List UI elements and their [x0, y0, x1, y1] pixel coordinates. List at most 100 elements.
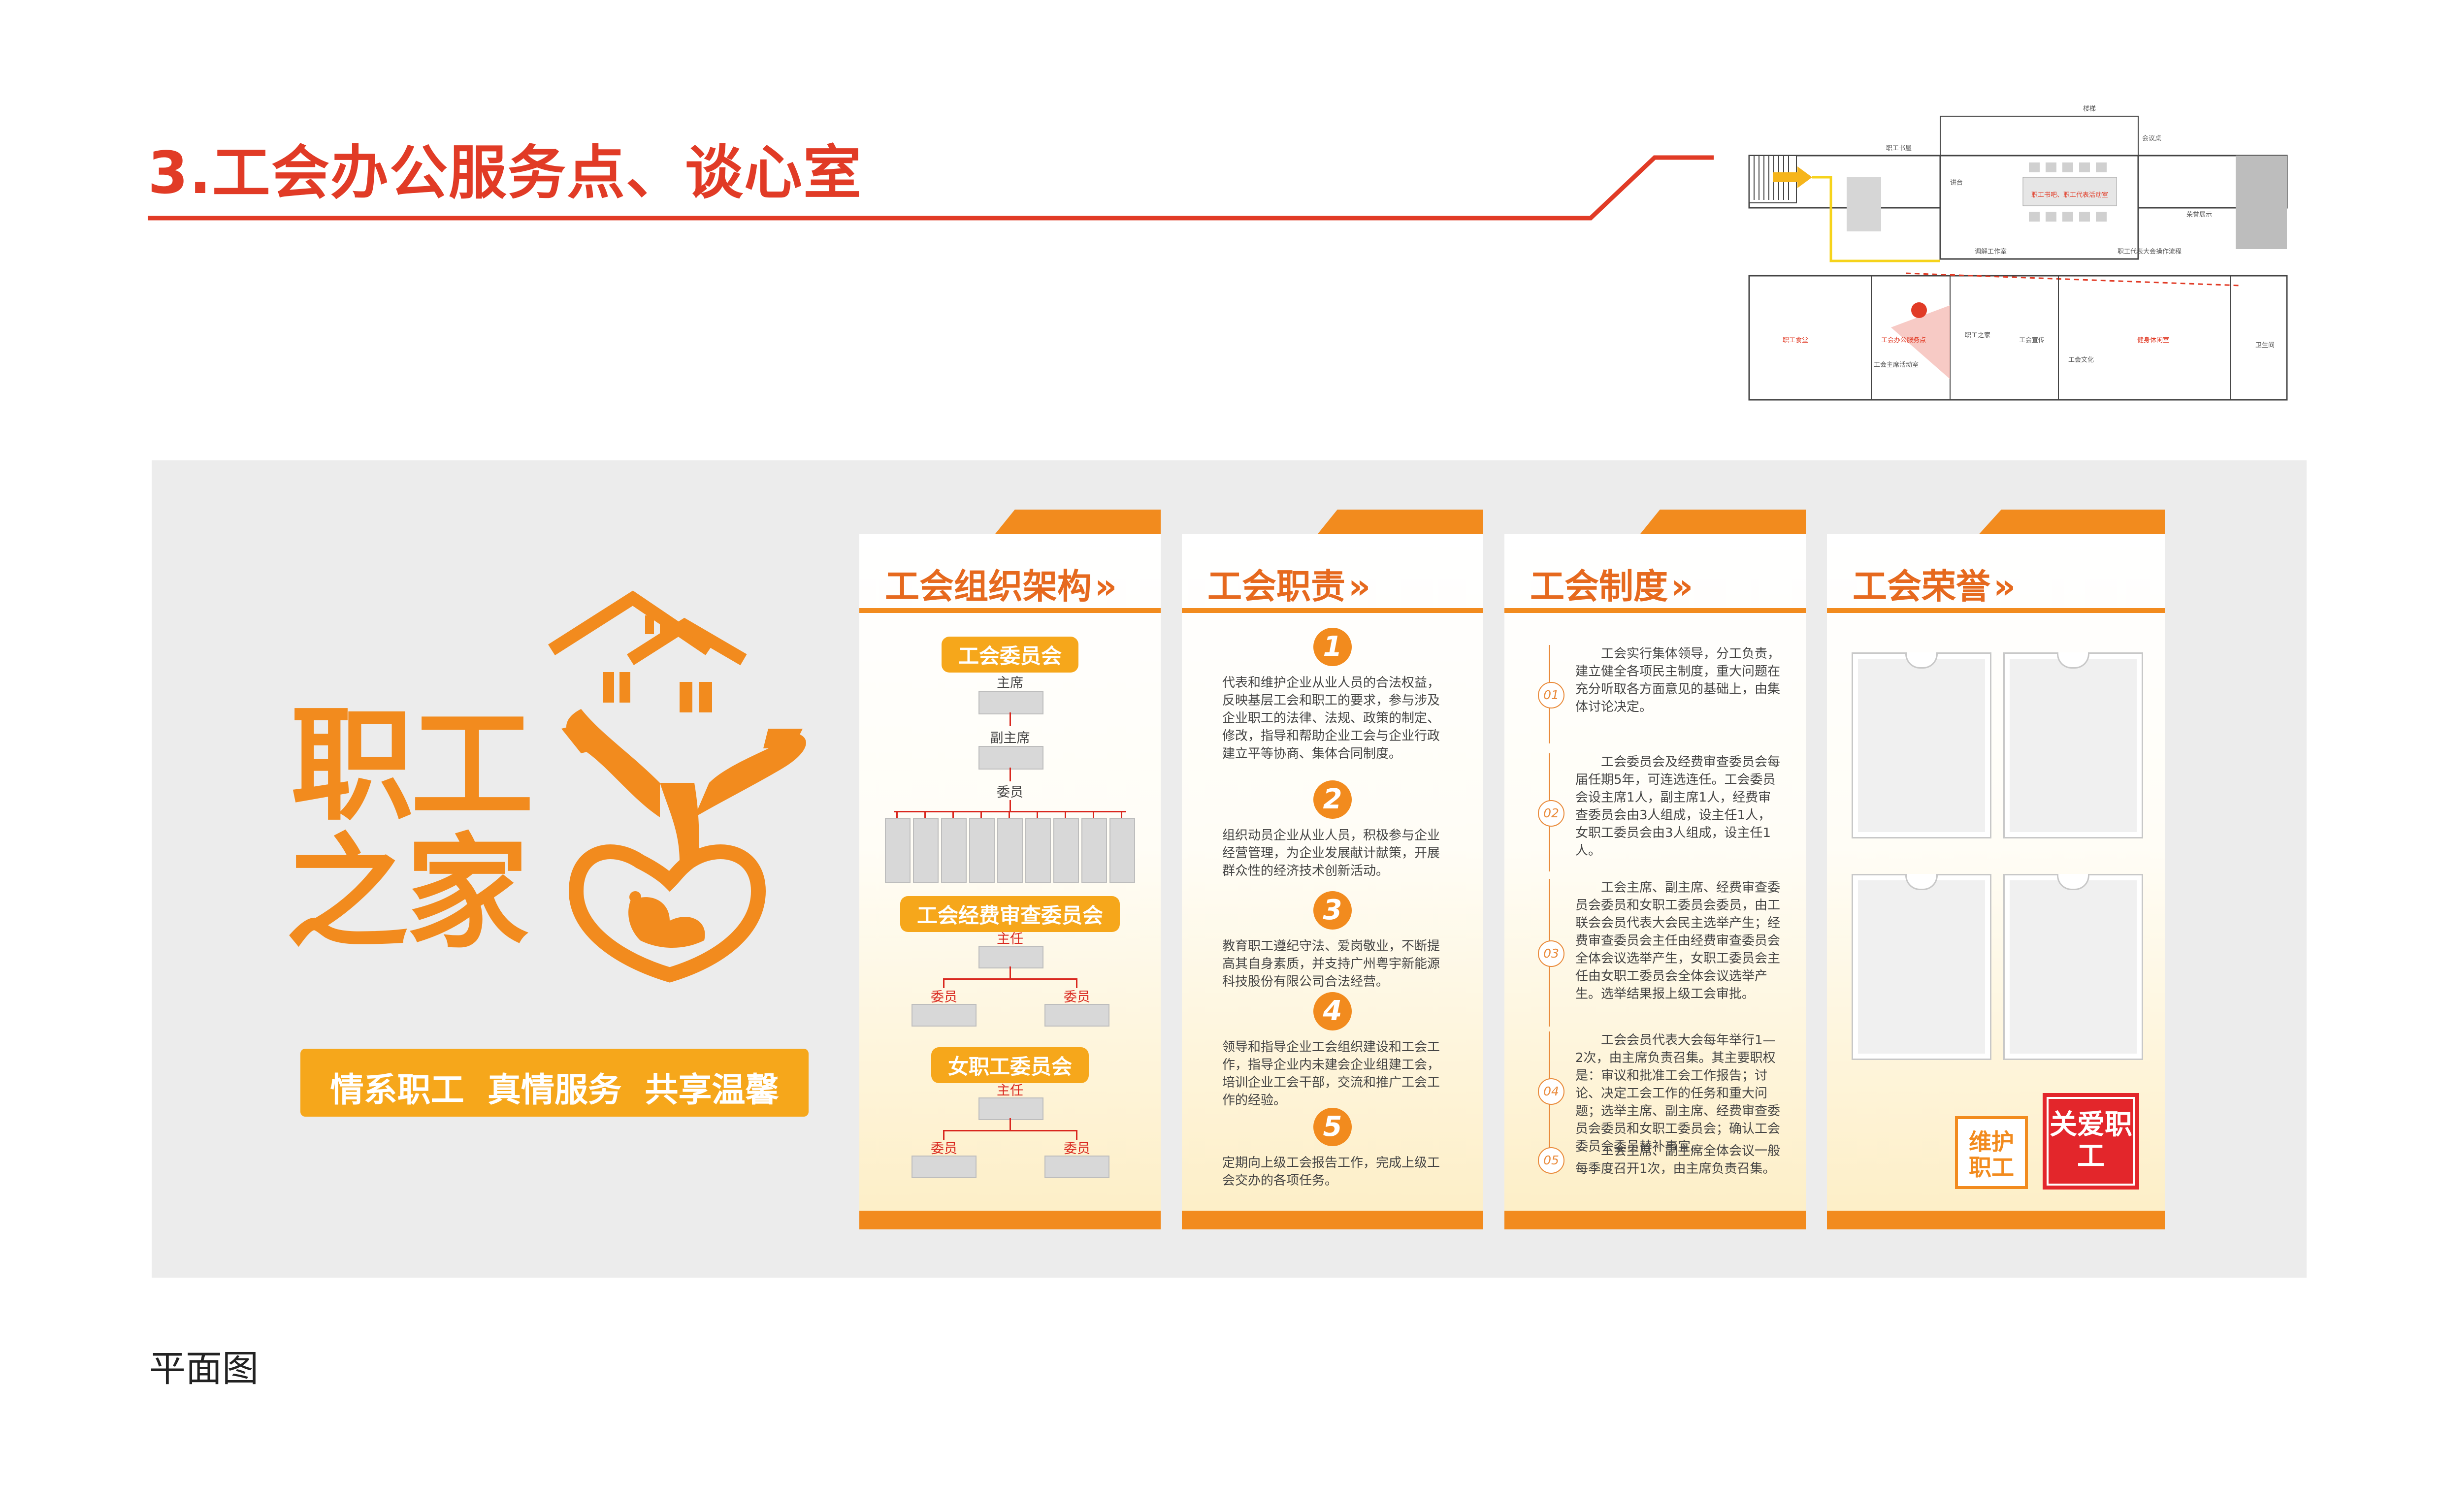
org-member-label: 委员 [997, 785, 1023, 800]
fp-label-books: 职工书屋 [1886, 145, 1912, 152]
org-connector [1065, 811, 1066, 818]
rule-number: 04 [1538, 1078, 1564, 1105]
org-connector [1010, 800, 1011, 811]
panel-rules: 工会制度» 01 工会实行集体领导，分工负责，建立健全各项民主制度，重大问题在充… [1504, 510, 1806, 1229]
org-audit: 工会经费审查委员会 [900, 896, 1120, 932]
fp-label-gym: 健身休闲室 [2137, 337, 2170, 344]
fp-label-stairs: 楼梯 [2083, 105, 2096, 113]
frame-notch [2057, 874, 2089, 890]
org-audit-m1-label: 委员 [931, 990, 957, 1005]
fp-label-culture: 工会文化 [2068, 356, 2094, 364]
panel-divider [859, 608, 1161, 613]
stamp-protect: 维护职工 [1955, 1116, 2028, 1189]
panel-tab [995, 510, 1161, 534]
duty-text: 代表和维护企业从业人员的合法权益，反映基层工会和职工的要求，参与涉及企业职工的法… [1222, 676, 1440, 761]
fp-label-podium: 讲台 [1950, 179, 1963, 187]
org-vice-label: 副主席 [990, 731, 1030, 746]
slogan-text: 情系职工 真情服务 共享温馨 [330, 1071, 779, 1110]
fp-label-home: 职工之家 [1965, 332, 1991, 339]
duty-number: 3 [1313, 891, 1352, 930]
panel-tab [1317, 510, 1483, 534]
panel-tab [1979, 510, 2165, 534]
duty-text: 教育职工遵纪守法、爱岗敬业，不断提高其自身素质，并支持广州粤宇新能源科技股份有限… [1222, 939, 1440, 989]
logo-line1: 职工 [291, 694, 534, 837]
panel-divider [1504, 608, 1806, 613]
panel-org-structure: 工会组织架构» 工会委员会 主席 副主席 委员 工会经费审查委员会 主任 委员 … [859, 510, 1161, 1229]
panel-title: 工会制度» [1530, 566, 1694, 607]
panel-duties: 工会职责» 1 代表和维护企业从业人员的合法权益，反映基层工会和职工的要求，参与… [1182, 510, 1483, 1229]
duty-text: 组织动员企业从业人员，积极参与企业经营管理，为企业发展献计献策，开展群众性的经济… [1222, 828, 1440, 878]
org-vice-box [978, 746, 1043, 770]
fp-label-chair-room: 工会主席活动室 [1874, 361, 1919, 369]
fp-label-reading: 职工书吧、职工代表活动室 [2031, 192, 2109, 199]
org-audit-head-box [978, 946, 1043, 968]
honor-frame [2003, 652, 2143, 838]
org-branch-line [943, 978, 1077, 980]
rule-text: 工会主席、副主席、经费审查委员会委员和女职工委员会委员，由工联会会员代表大会民主… [1575, 880, 1781, 1001]
caption: 平面图 [149, 1348, 259, 1390]
panel-divider [1182, 608, 1483, 613]
frame-notch [1905, 874, 1938, 890]
org-member-row [885, 811, 1135, 885]
org-women-m1-label: 委员 [931, 1141, 957, 1157]
logo: 职工 之家 [286, 586, 842, 1004]
fp-label-service: 工会办公服务点 [1881, 337, 1926, 344]
org-women: 女职工委员会 [931, 1047, 1089, 1083]
org-audit-m2-box [1044, 1004, 1109, 1027]
org-connector [1093, 811, 1094, 818]
panel-divider [1827, 608, 2165, 613]
org-women-head-box [978, 1097, 1043, 1120]
fp-label-mediation: 调解工作室 [1975, 248, 2007, 256]
org-chairman-box [978, 691, 1043, 714]
org-connector [943, 1130, 945, 1140]
org-connector [1121, 811, 1122, 818]
org-audit-m2-label: 委员 [1064, 990, 1090, 1005]
fp-label-table: 会议桌 [2142, 135, 2162, 142]
org-member-box [941, 818, 967, 883]
org-connector [924, 811, 926, 818]
org-women-m1-box [912, 1156, 977, 1178]
page-title: 3.工会办公服务点、谈心室 [148, 139, 862, 207]
panel-title: 工会组织架构» [885, 566, 1117, 607]
stamp-care: 关爱职工 [2043, 1093, 2139, 1190]
rule-text: 工会会员代表大会每年举行1—2次，由主席负责召集。其主要职权是：审议和批准工会工… [1575, 1033, 1781, 1154]
panel-title: 工会荣誉» [1853, 566, 2016, 607]
org-branch-line [943, 1130, 1077, 1131]
org-connector [1010, 1118, 1011, 1130]
honor-frame [1852, 652, 1991, 838]
panel-footer-bar [859, 1211, 1161, 1229]
org-member-box [1053, 818, 1079, 883]
frame-notch [2057, 652, 2089, 669]
org-connector [943, 978, 945, 988]
org-audit-head-label: 主任 [997, 932, 1023, 947]
org-member-box [969, 818, 995, 883]
panel-title: 工会职责» [1207, 566, 1371, 607]
panel-honors: 工会荣誉» 维护职工 关爱职工 [1827, 510, 2165, 1229]
frame-notch [1905, 652, 1938, 669]
rule-number: 02 [1538, 800, 1564, 827]
honor-frame [1852, 874, 1991, 1060]
org-member-box [1025, 818, 1051, 883]
fp-label-procedure: 职工代表大会操作流程 [2117, 248, 2182, 256]
org-member-box [1081, 818, 1107, 883]
fp-label-canteen: 职工食堂 [1783, 337, 1809, 344]
org-connector [1037, 811, 1038, 818]
org-member-box [913, 818, 939, 883]
org-connector [1010, 966, 1011, 978]
org-women-m2-box [1044, 1156, 1109, 1178]
fp-label-restroom: 卫生间 [2255, 342, 2275, 349]
org-connector [980, 811, 982, 818]
duty-text: 定期向上级工会报告工作，完成上级工会交办的各项任务。 [1222, 1156, 1440, 1188]
org-connector [1076, 978, 1077, 988]
panel-footer-bar [1827, 1211, 2165, 1229]
rule-number: 01 [1538, 682, 1564, 708]
header-rule [148, 155, 1714, 221]
org-member-box [997, 818, 1023, 883]
org-women-head-label: 主任 [997, 1083, 1023, 1098]
duty-text: 领导和指导企业工会组织建设和工会工作，指导企业内未建会企业组建工会，培训企业工会… [1222, 1040, 1440, 1108]
honor-frame [2003, 874, 2143, 1060]
panel-footer-bar [1182, 1211, 1483, 1229]
rule-text: 工会委员会及经费审查委员会每届任期5年，可连选连任。工会委员会设主席1人，副主席… [1575, 755, 1781, 858]
org-chairman-label: 主席 [997, 676, 1023, 691]
org-women-m2-label: 委员 [1064, 1141, 1090, 1157]
